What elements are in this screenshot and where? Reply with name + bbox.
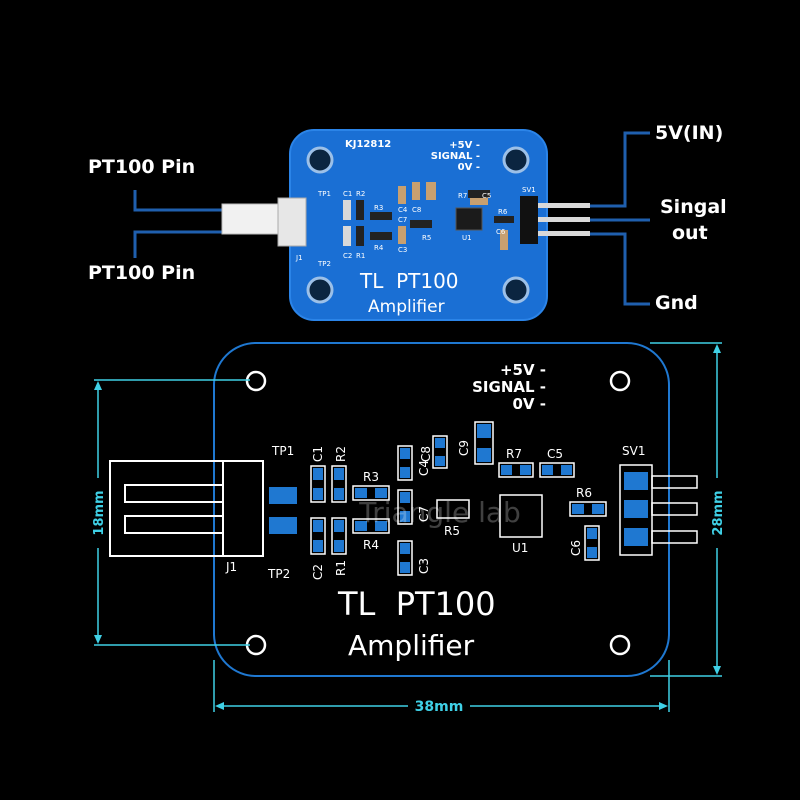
svg-text:R1: R1 — [334, 560, 348, 576]
top-board-title: TL PT100 — [359, 269, 459, 293]
svg-text:TP1: TP1 — [271, 444, 294, 458]
svg-text:R5: R5 — [422, 234, 431, 242]
svg-text:TP2: TP2 — [267, 567, 290, 581]
svg-text:C8: C8 — [412, 206, 421, 214]
pad-tp2 — [269, 517, 297, 534]
top-pin-5v: +5V - — [449, 140, 480, 151]
top-header-pins — [538, 203, 590, 236]
svg-text:C6: C6 — [496, 228, 506, 236]
schematic-pin-labels: +5V - SIGNAL - 0V - — [472, 361, 546, 413]
top-pin-signal: SIGNAL - — [431, 151, 480, 162]
dim-width-label: 38mm — [415, 699, 464, 715]
top-mount-holes — [306, 146, 530, 304]
svg-text:C3: C3 — [417, 558, 431, 574]
callout-line-pt100-bottom — [133, 230, 222, 258]
pad-tp1 — [269, 487, 297, 504]
schematic-pin-0v: 0V - — [513, 395, 547, 413]
dim-height-label: 28mm — [711, 490, 726, 535]
svg-text:C5: C5 — [547, 447, 563, 461]
svg-text:C3: C3 — [398, 246, 407, 254]
schematic-pin-5v: +5V - — [500, 361, 546, 379]
svg-text:C2: C2 — [311, 564, 325, 580]
watermark: Triangle lab — [358, 496, 521, 529]
svg-text:C4: C4 — [398, 206, 408, 214]
svg-text:R7: R7 — [506, 447, 522, 461]
svg-text:C8: C8 — [419, 446, 433, 462]
schematic-pin-signal: SIGNAL - — [472, 378, 546, 396]
svg-text:R2: R2 — [334, 446, 348, 462]
schematic-subtitle: Amplifier — [348, 629, 475, 662]
svg-text:R6: R6 — [498, 208, 508, 216]
schematic-ref-labels: TP1 TP2 J1 C1 R2 C2 R1 R3 R4 C4 C7 C3 C8… — [225, 440, 645, 581]
svg-text:C4: C4 — [417, 460, 431, 476]
top-ref-labels: TP1 TP2 J1 C1 R2 C2 R1 R3 R4 C4 C7 C3 C8… — [295, 186, 536, 268]
callout-line-pt100-top — [133, 190, 222, 212]
callout-pt100-pin-bottom: PT100 Pin — [88, 262, 196, 284]
svg-text:SV1: SV1 — [622, 444, 645, 458]
callout-line-gnd — [590, 232, 650, 306]
svg-text:SV1: SV1 — [522, 186, 536, 194]
callout-lines — [133, 131, 650, 306]
callout-5v-in: 5V(IN) — [655, 122, 724, 144]
top-part-code: KJ12812 — [345, 139, 391, 150]
top-header-block — [520, 196, 538, 244]
svg-text:R6: R6 — [576, 486, 592, 500]
svg-text:R5: R5 — [444, 524, 460, 538]
svg-text:U1: U1 — [462, 234, 472, 242]
svg-text:C6: C6 — [569, 540, 583, 556]
callout-gnd: Gnd — [655, 292, 698, 314]
svg-text:J1: J1 — [225, 560, 237, 574]
top-connector-body — [221, 203, 283, 235]
svg-text:TP2: TP2 — [317, 260, 331, 268]
svg-text:C2: C2 — [343, 252, 352, 260]
callout-signal-out-line2: out — [672, 222, 708, 244]
dimension-lines — [94, 342, 722, 712]
schematic-mount-holes — [245, 370, 631, 656]
schematic-j1-connector — [109, 460, 264, 557]
dim-connector-label: 18mm — [92, 490, 107, 535]
svg-text:C7: C7 — [398, 216, 407, 224]
svg-text:R3: R3 — [374, 204, 383, 212]
schematic-title: TL PT100 — [337, 585, 496, 623]
svg-text:J1: J1 — [295, 254, 303, 262]
schematic-footprints — [310, 421, 607, 576]
svg-text:C1: C1 — [343, 190, 352, 198]
schematic-sv1-header — [619, 464, 698, 556]
svg-text:U1: U1 — [512, 541, 528, 555]
callout-signal-out-line1: Singal — [660, 196, 727, 218]
top-connector-housing — [277, 197, 307, 247]
callout-pt100-pin-top: PT100 Pin — [88, 156, 196, 178]
top-board-subtitle: Amplifier — [368, 297, 445, 317]
svg-text:R4: R4 — [374, 244, 384, 252]
svg-text:TP1: TP1 — [317, 190, 331, 198]
callout-line-5v — [590, 131, 650, 208]
svg-text:R2: R2 — [356, 190, 365, 198]
svg-text:R1: R1 — [356, 252, 365, 260]
top-smd-components — [343, 182, 514, 250]
svg-text:C5: C5 — [482, 192, 491, 200]
top-pin-0v: 0V - — [458, 162, 480, 173]
svg-text:C9: C9 — [457, 440, 471, 456]
svg-text:R4: R4 — [363, 538, 379, 552]
svg-text:R3: R3 — [363, 470, 379, 484]
svg-text:C1: C1 — [311, 446, 325, 462]
svg-text:R7: R7 — [458, 192, 467, 200]
svg-text:C7: C7 — [417, 506, 431, 522]
